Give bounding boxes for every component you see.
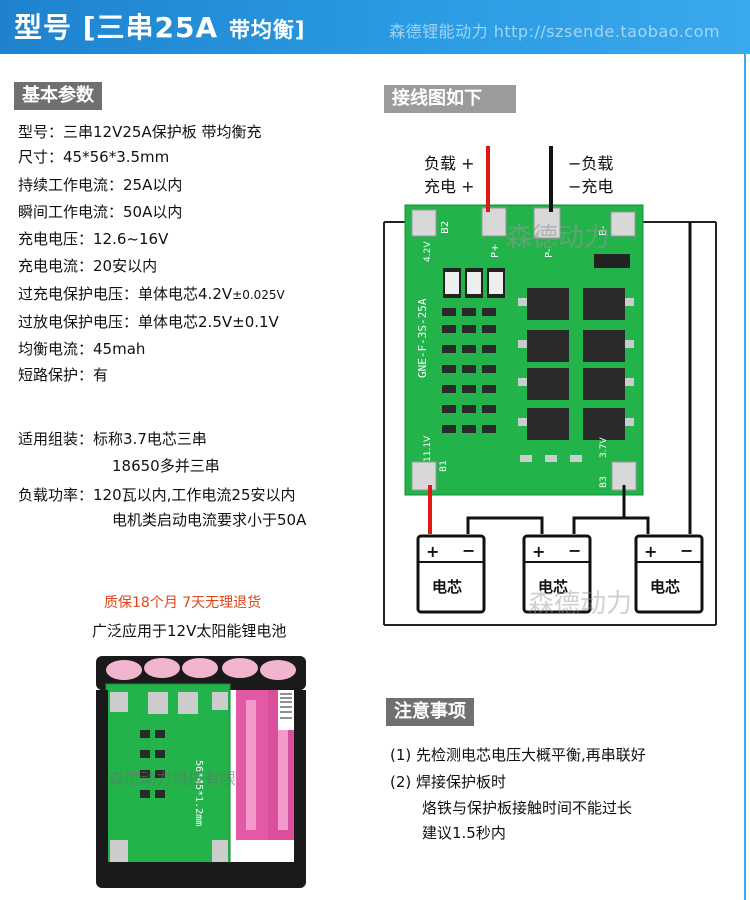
param-load-power-line2: 电机类启动电流要求小于50A: [112, 511, 307, 529]
wire-series-1: [466, 516, 544, 534]
param-balance-current: 均衡电流：45mah: [18, 340, 146, 358]
usage-note: 广泛应用于12V太阳能锂电池: [92, 622, 287, 640]
wiring-section-label: 接线图如下: [384, 85, 516, 113]
params-section-label: 基本参数: [14, 82, 102, 110]
board-watermark: 森德动力: [506, 223, 610, 253]
label-42v: 4.2V: [423, 241, 433, 262]
photo-board-text: 56*45*1.2mm: [193, 760, 204, 826]
param-overdischarge-voltage: 过放电保护电压：单体电芯2.5V±0.1V: [18, 313, 279, 331]
svg-text:−: −: [680, 541, 693, 560]
label-b1: B1: [439, 460, 449, 472]
param-load-power: 负载功率：120瓦以内,工作电流25安以内: [18, 486, 296, 504]
cell-3: + − 电芯: [634, 534, 704, 614]
svg-text:+: +: [644, 542, 657, 561]
notice-item-2b: 烙铁与保护板接触时间不能过长: [422, 799, 633, 817]
param-assembly: 适用组装：标称3.7电芯三串: [18, 430, 207, 448]
svg-text:+: +: [426, 542, 439, 561]
label-37v: 3.7V: [599, 437, 609, 458]
charge-negative-label: −充电: [568, 177, 614, 196]
board-code: GNE-F-3S-25A: [416, 298, 429, 378]
page-title: 型号 [三串25A 带均衡]: [14, 6, 306, 46]
wire-series-2: [572, 516, 650, 534]
label-bminus: B-: [598, 225, 609, 236]
mosfet-grid: [518, 288, 634, 440]
cell-3-label: 电芯: [650, 578, 680, 596]
notice-item-2c: 建议1.5秒内: [422, 824, 506, 842]
param-peak-current: 瞬间工作电流：50A以内: [18, 203, 183, 221]
pad-pminus: [533, 207, 561, 239]
cell-1: + − 电芯: [416, 534, 486, 614]
svg-text:+: +: [532, 542, 545, 561]
wiring-diagram: GNE-F-3S-25A B2 P+ P- B- 4.2V B1 11.1V B…: [383, 146, 717, 626]
load-positive-label: 负载 +: [424, 154, 475, 173]
diagram-watermark: 森德动力: [528, 589, 632, 619]
svg-text:−: −: [462, 541, 475, 560]
param-model: 型号：三串12V25A保护板 带均衡充: [18, 123, 262, 141]
pad-pplus: [481, 207, 507, 237]
notice-item-2: (2) 焊接保护板时: [390, 773, 507, 791]
param-overcharge-voltage: 过充电保护电压：单体电芯4.2V±0.025V: [18, 285, 285, 303]
title-prefix: 型号 [三串25A: [14, 11, 229, 44]
pad-b1: [411, 461, 437, 491]
header-banner: 型号 [三串25A 带均衡] 森德锂能动力 http://szsende.tao…: [0, 0, 750, 54]
small-components: [442, 308, 582, 462]
pad-bminus: [610, 211, 636, 237]
label-b2: B2: [440, 221, 451, 234]
load-negative-label: −负载: [568, 154, 614, 173]
label-111v: 11.1V: [423, 435, 433, 462]
charge-positive-label: 充电 +: [424, 177, 475, 196]
param-assembly-line2: 18650多并三串: [112, 457, 220, 475]
cell-2: + − 电芯: [522, 534, 592, 614]
photo-watermark: 森德动力科技有限: [108, 769, 236, 788]
right-edge-line: [744, 54, 746, 900]
param-charge-current: 充电电流：20安以内: [18, 257, 158, 275]
title-suffix: 带均衡]: [228, 18, 306, 42]
cell-2-label: 电芯: [538, 578, 568, 596]
notice-section-label: 注意事项: [386, 698, 474, 726]
shunt-resistor: [594, 254, 630, 268]
cell-1-label: 电芯: [432, 578, 462, 596]
label-pplus: P+: [490, 244, 501, 258]
warranty-note: 质保18个月 7天无理退货: [104, 595, 262, 611]
param-short-protection: 短路保护：有: [18, 366, 109, 384]
param-charge-voltage: 充电电压：12.6~16V: [18, 230, 169, 248]
param-continuous-current: 持续工作电流：25A以内: [18, 176, 183, 194]
label-pminus: P-: [544, 248, 555, 258]
shop-watermark: 森德锂能动力 http://szsende.taobao.com: [389, 22, 720, 41]
label-b3: B3: [599, 476, 609, 488]
param-size: 尺寸：45*56*3.5mm: [18, 148, 170, 166]
product-photo: 56*45*1.2mm 森德动力科技有限: [96, 656, 306, 888]
pad-b2: [411, 209, 437, 237]
notice-item-1: (1) 先检测电芯电压大概平衡,再串联好: [390, 746, 646, 764]
svg-text:−: −: [568, 541, 581, 560]
